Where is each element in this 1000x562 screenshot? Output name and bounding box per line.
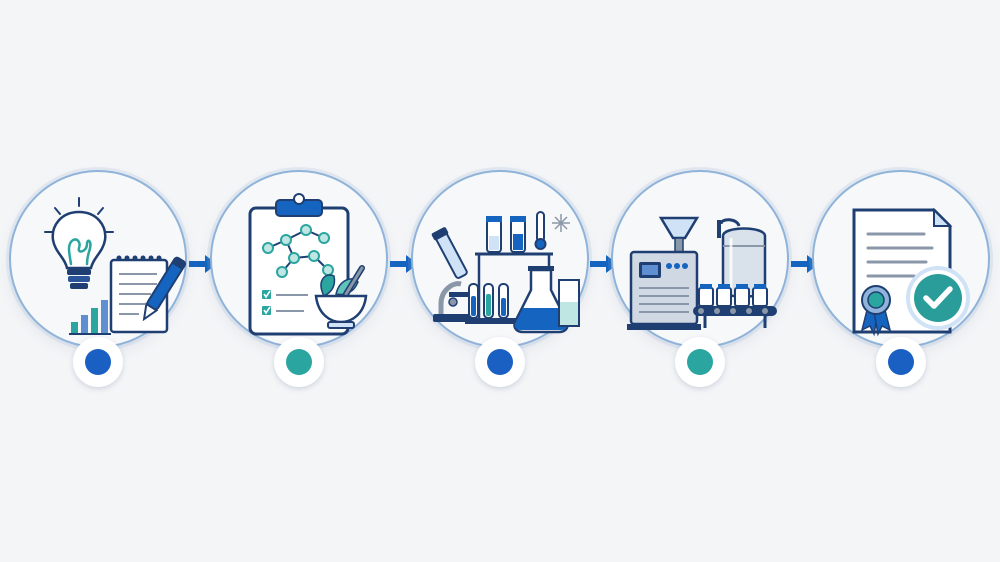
step-1 <box>9 170 187 387</box>
step-2-marker <box>274 337 324 387</box>
step-5 <box>812 170 990 387</box>
step-2-dot <box>286 349 312 375</box>
laboratory-equipment-icon <box>431 211 580 334</box>
step-5-marker <box>876 337 926 387</box>
certified-document-icon <box>852 207 970 337</box>
step-5-dot <box>888 349 914 375</box>
manufacturing-line-icon <box>627 216 777 330</box>
lightbulb-notepad-icon <box>44 197 187 335</box>
step-3 <box>411 170 589 387</box>
step-2-ring <box>210 170 388 348</box>
step-1-marker <box>73 337 123 387</box>
step-3-marker <box>475 337 525 387</box>
clipboard-molecule-icon <box>248 193 368 336</box>
step-4-dot <box>687 349 713 375</box>
step-1-ring <box>9 170 187 348</box>
step-2 <box>210 170 388 387</box>
step-4-marker <box>675 337 725 387</box>
step-4 <box>611 170 789 387</box>
step-3-ring <box>411 170 589 348</box>
step-4-ring <box>611 170 789 348</box>
step-3-dot <box>487 349 513 375</box>
step-1-dot <box>85 349 111 375</box>
step-5-ring <box>812 170 990 348</box>
